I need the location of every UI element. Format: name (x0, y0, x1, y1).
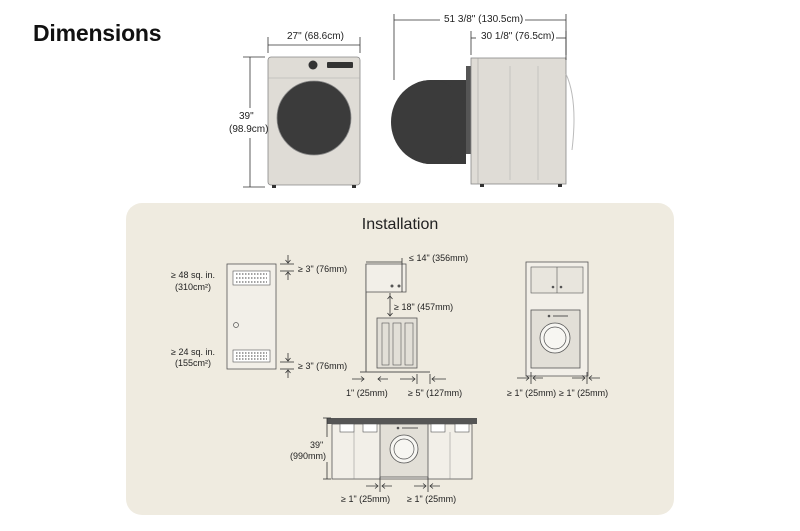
counter-height-label: 39" (310, 440, 324, 450)
depth-dimensions (393, 14, 567, 80)
height-dimension (243, 56, 265, 188)
front-clearance-label: ≥ 5" (127mm) (408, 388, 463, 398)
installation-title: Installation (361, 216, 439, 233)
shelf-height-label: ≥ 18" (457mm) (394, 302, 454, 312)
height-label-in: 39" (239, 111, 254, 122)
dryer-side-view (391, 57, 575, 187)
door-bottom-gap-label: ≥ 3" (76mm) (298, 361, 348, 371)
side-left-clearance-label: ≥ 1" (25mm) (507, 388, 557, 398)
height-label-cm: (98.9cm) (229, 124, 269, 135)
vent-bottom-area-label: ≥ 24 sq. in. (171, 347, 215, 357)
under-right-clearance-label: ≥ 1" (25mm) (407, 494, 457, 504)
under-counter-diagram (323, 417, 477, 492)
shelf-depth-label: ≤ 14" (356mm) (409, 253, 469, 263)
door-top-gap-label: ≥ 3" (76mm) (298, 264, 348, 274)
vent-top-area-label: ≥ 48 sq. in. (171, 270, 215, 280)
width-dimension (267, 37, 361, 53)
rear-clearance-label: 1" (25mm) (346, 388, 388, 398)
side-right-clearance-label: ≥ 1" (25mm) (559, 388, 609, 398)
depth-label: 30 1/8" (76.5cm) (481, 31, 555, 42)
closet-door-diagram (226, 255, 294, 378)
closet-front-diagram (517, 261, 600, 384)
counter-height-mm-label: (990mm) (290, 451, 327, 461)
under-left-clearance-label: ≥ 1" (25mm) (341, 494, 391, 504)
vent-bottom-area-cm-label: (155cm²) (175, 358, 212, 368)
width-label: 27" (68.6cm) (287, 31, 344, 42)
page-title: Dimensions (33, 20, 162, 46)
vent-top-area-cm-label: (310cm²) (175, 282, 212, 292)
dryer-front-view (267, 56, 361, 188)
shelf-section-diagram (352, 258, 446, 384)
depth-door-open-label: 51 3/8" (130.5cm) (444, 14, 524, 25)
